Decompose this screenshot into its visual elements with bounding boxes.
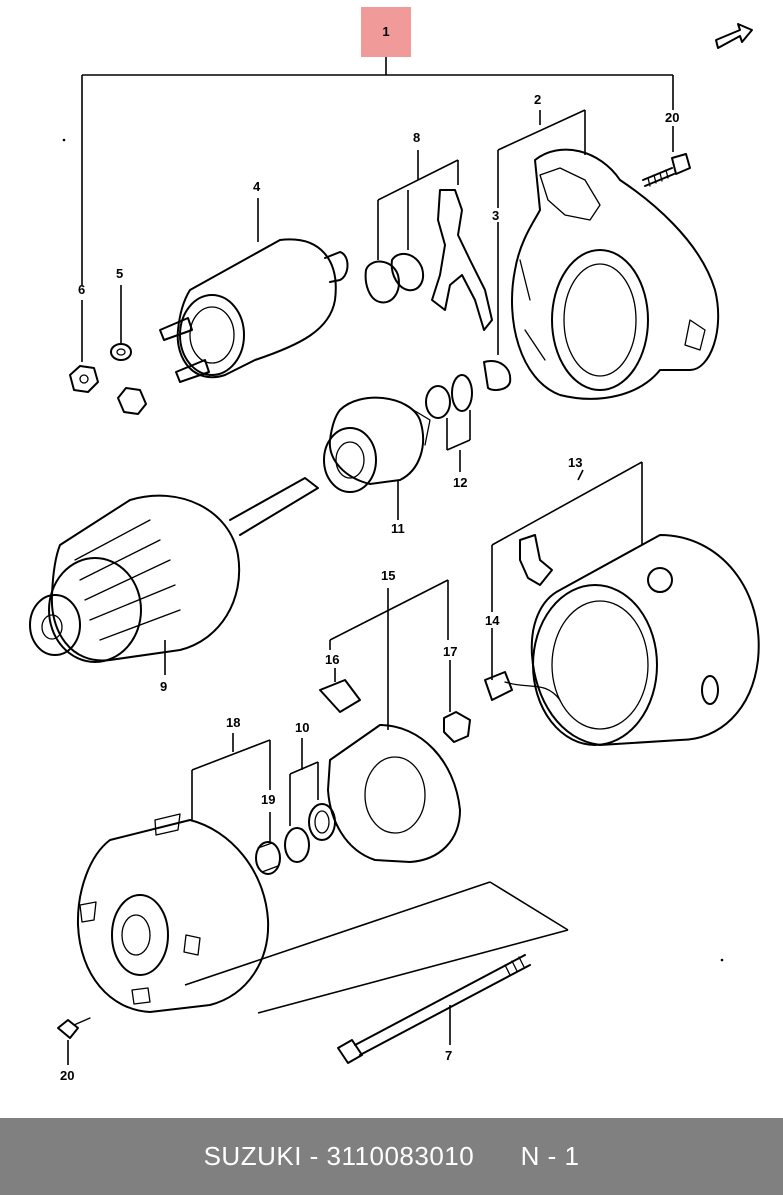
- spacer: [474, 1141, 520, 1171]
- pinion-clutch-11: [323, 396, 431, 520]
- separator: -: [301, 1141, 327, 1171]
- end-frame-18: [76, 733, 271, 1013]
- assembly-bracket: [81, 57, 674, 285]
- shift-lever-8: [364, 150, 493, 331]
- callout-3: 3: [492, 208, 499, 223]
- callout-5: 5: [116, 266, 123, 281]
- brand-name: SUZUKI: [203, 1141, 302, 1171]
- exploded-parts-diagram: 1: [29, 7, 760, 1083]
- diagram-canvas: 2 3 4 5 6 7 8 9 10 11 12 13 14 15 16 17 …: [29, 23, 760, 1083]
- front-direction-arrow-icon: [715, 23, 753, 49]
- solenoid-4: [159, 198, 349, 383]
- washer-5: [110, 285, 147, 415]
- callout-20-top: 20: [665, 110, 679, 125]
- part-info-text: SUZUKI - 3110083010 N - 1: [204, 1141, 580, 1172]
- callout-7: 7: [445, 1048, 452, 1063]
- washers-10: [284, 738, 336, 863]
- callout-15: 15: [381, 568, 395, 583]
- part-info-footer: SUZUKI - 3110083010 N - 1: [0, 1118, 783, 1195]
- callout-13: 13: [568, 455, 582, 470]
- callout-20-bottom: 20: [60, 1068, 74, 1083]
- callout-10: 10: [295, 720, 309, 735]
- bolt-20-top: [642, 126, 691, 187]
- callout-4: 4: [253, 179, 261, 194]
- callout-11: 11: [391, 521, 405, 536]
- armature-9: [29, 477, 319, 675]
- brush-holder-15: [319, 579, 471, 863]
- callout-14: 14: [485, 613, 500, 628]
- bushing-19: [255, 812, 281, 875]
- nut-6: [69, 300, 99, 393]
- callout-16: 16: [325, 652, 339, 667]
- through-bolt-7: [184, 881, 569, 1064]
- callout-labels: 2 3 4 5 6 7 8 9 10 11 12 13 14 15 16 17 …: [60, 92, 679, 1083]
- callout-6: 6: [78, 282, 85, 297]
- callout-19: 19: [261, 792, 275, 807]
- yoke-13: [484, 461, 760, 746]
- callout-8: 8: [413, 130, 420, 145]
- highlighted-callout-box: [361, 7, 411, 57]
- highlighted-callout-label: 1: [382, 24, 390, 39]
- drive-housing-2: [497, 109, 720, 400]
- part-number: 3110083010: [326, 1141, 475, 1171]
- callout-17: 17: [443, 644, 457, 659]
- callout-12: 12: [453, 475, 467, 490]
- stop-ring-12: [425, 360, 512, 472]
- callout-9: 9: [160, 679, 167, 694]
- callout-18: 18: [226, 715, 240, 730]
- callout-2: 2: [534, 92, 541, 107]
- screw-20-bottom: [57, 1017, 91, 1065]
- diagram-position: N - 1: [520, 1141, 580, 1171]
